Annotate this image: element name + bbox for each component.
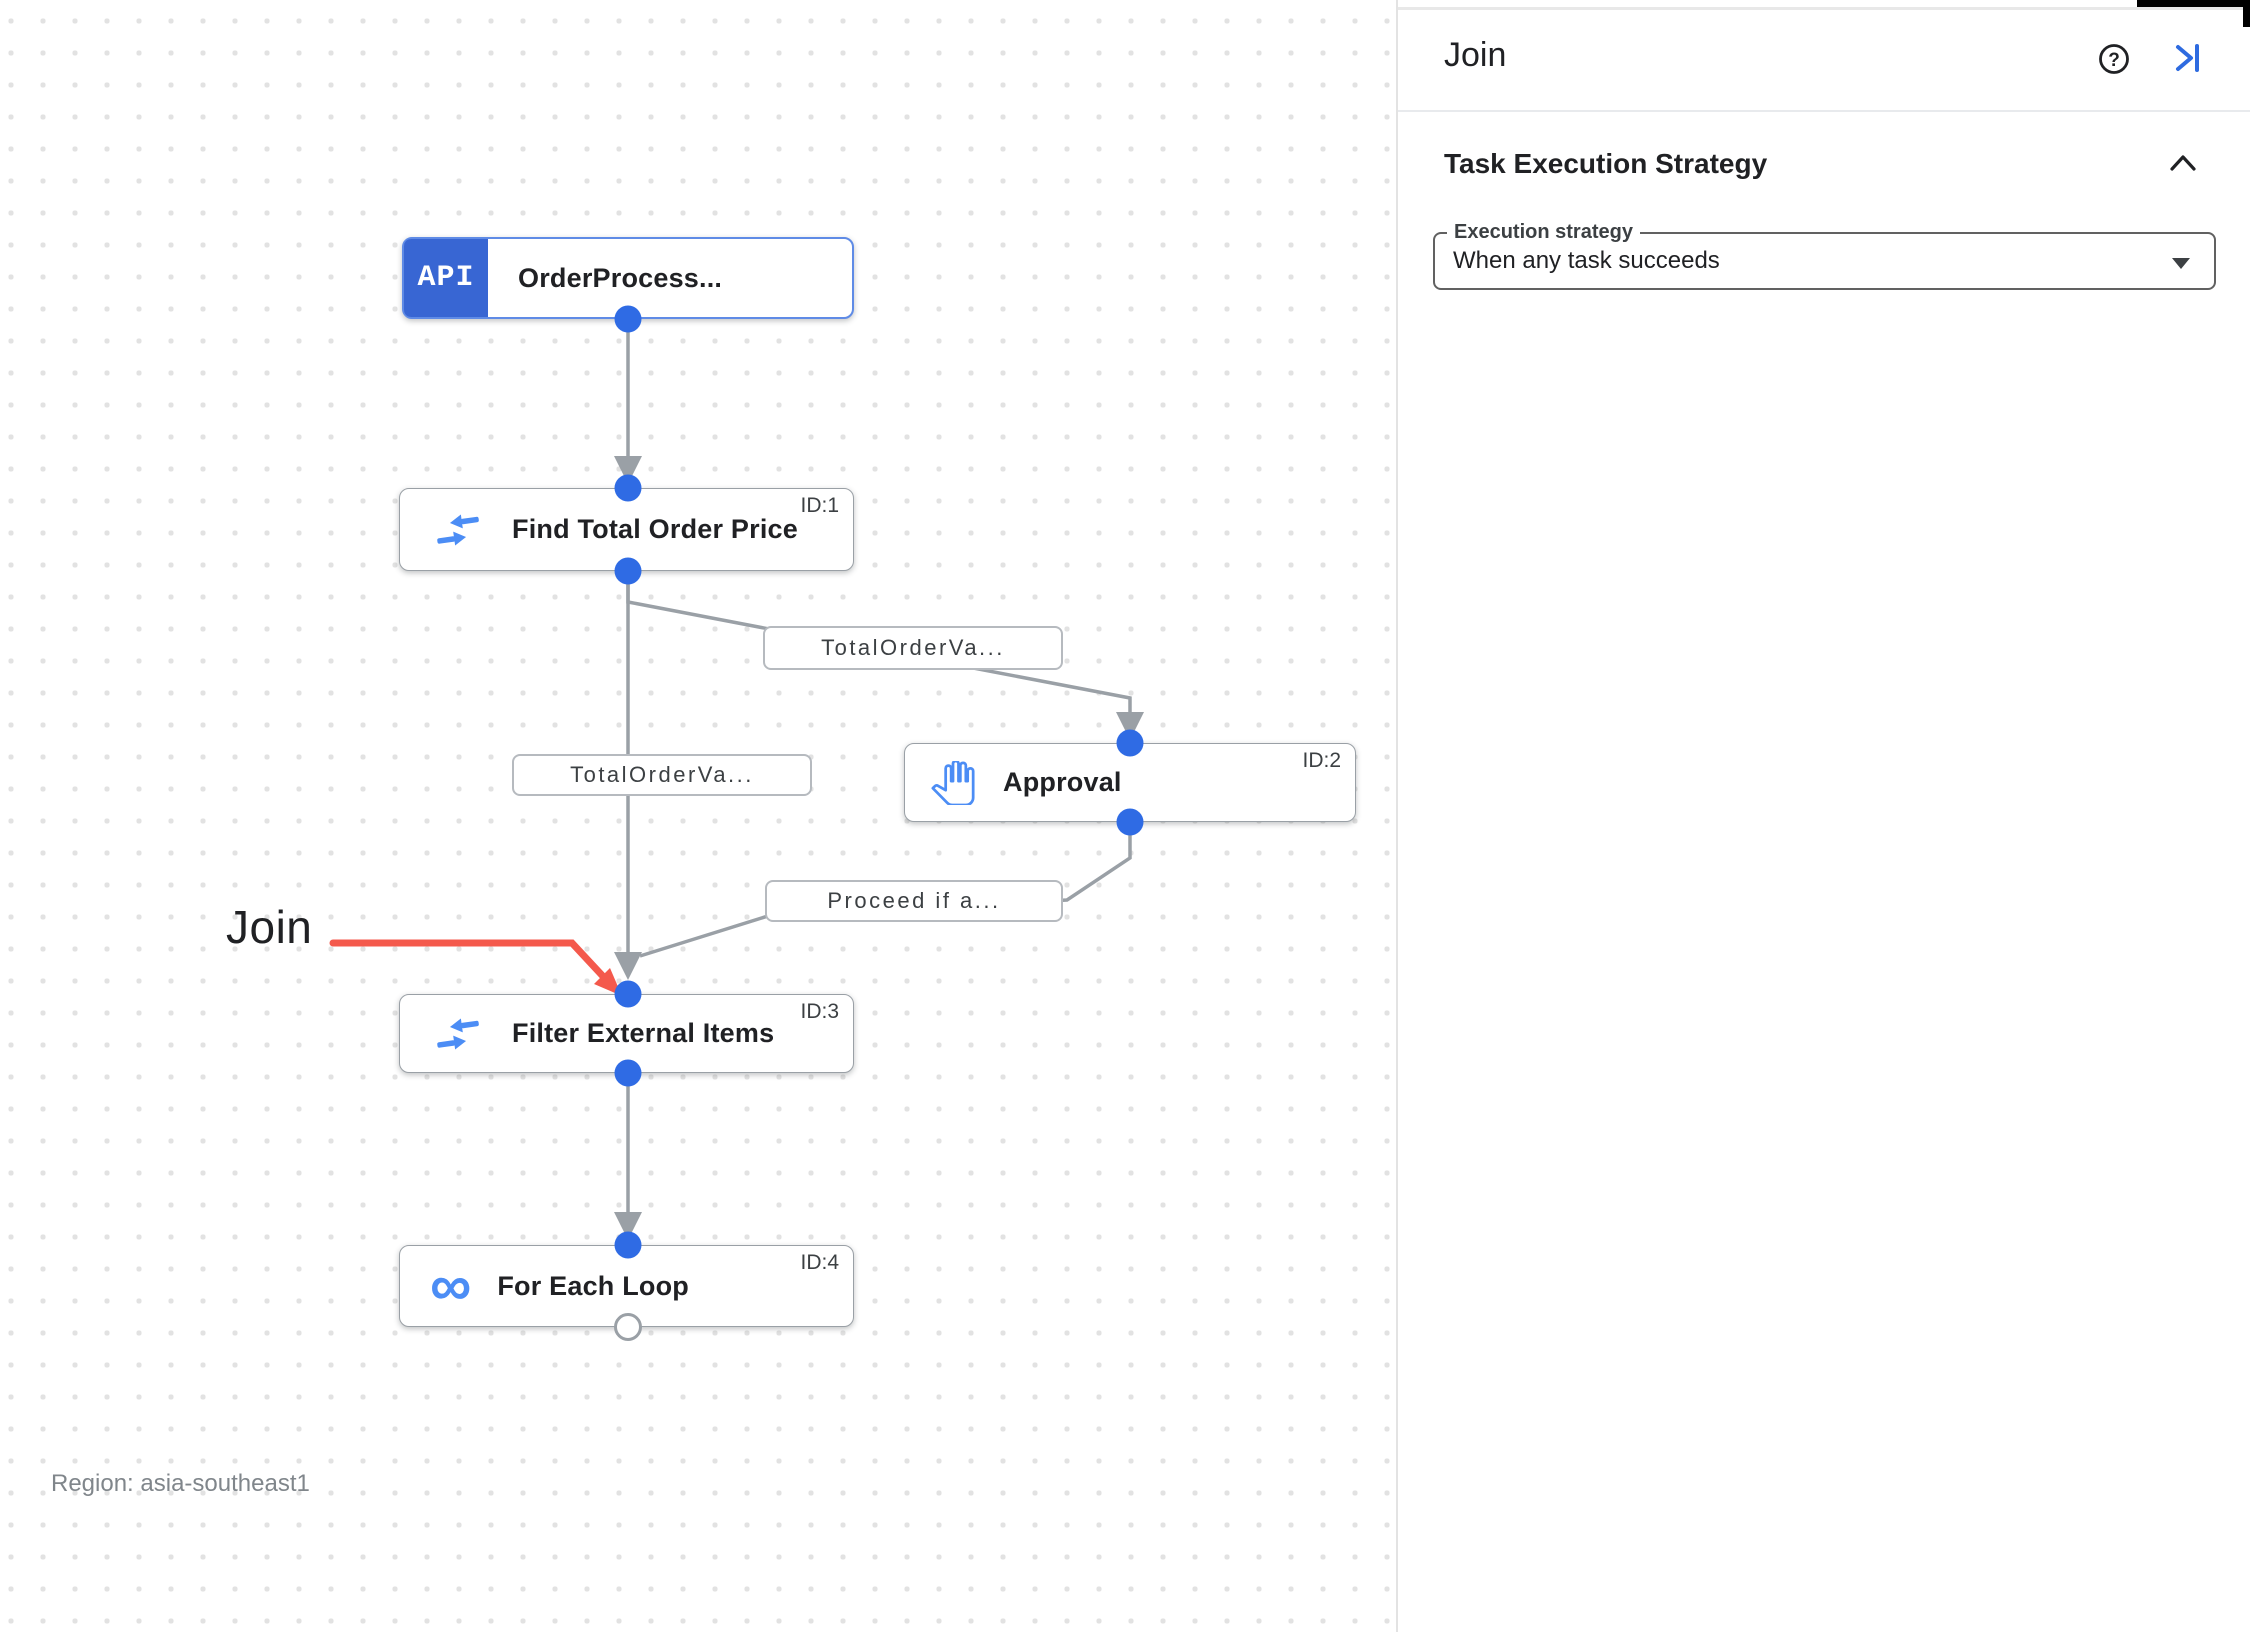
task-execution-strategy-section[interactable]: Task Execution Strategy [1444,148,2206,184]
collapse-panel-icon[interactable] [2170,42,2204,74]
loop-icon: ∞ [430,1253,472,1318]
window-corner-artifact [2137,0,2250,7]
edge-label-proceed-if[interactable]: Proceed if a... [765,880,1063,922]
join-annotation-arrowhead [594,968,622,996]
node-label: OrderProcess... [518,262,723,293]
node-label: Find Total Order Price [512,514,798,544]
execution-strategy-select[interactable]: Execution strategy When any task succeed… [1433,221,2216,290]
dropdown-caret-icon [2172,258,2190,269]
node-for-each-loop[interactable]: ∞ For Each Loop ID:4 [399,1245,854,1327]
data-mapping-icon [434,1017,482,1051]
data-mapping-icon [434,513,482,547]
arrowhead [614,456,642,484]
edge-label-total-order-value-2[interactable]: TotalOrderVa... [512,754,812,796]
node-label: For Each Loop [497,1270,689,1301]
panel-top-divider [1398,7,2250,10]
join-annotation-label: Join [226,901,313,953]
join-annotation-arrow [329,939,616,990]
help-icon[interactable]: ? [2096,41,2132,77]
arrowhead [614,1212,642,1240]
panel-header: Join ? [1398,0,2250,112]
config-panel: Join ? Task Execution Strategy [1396,0,2250,1632]
svg-text:?: ? [2108,50,2120,71]
node-filter-external-items[interactable]: Filter External Items ID:3 [399,994,854,1073]
chevron-up-icon[interactable] [2168,152,2198,174]
task-id-badge: ID:2 [1302,749,1341,772]
workflow-canvas[interactable]: API OrderProcess... Find Total Order Pri… [0,0,1398,1632]
panel-title: Join [1444,36,1507,74]
execution-strategy-label: Execution strategy [1447,221,1640,244]
node-label: Filter External Items [512,1018,775,1048]
window-corner-artifact [2243,0,2250,27]
hand-approval-icon [931,760,975,805]
node-label: Approval [1003,767,1122,797]
node-find-total-order-price[interactable]: Find Total Order Price ID:1 [399,488,854,571]
edge-label-total-order-value-1[interactable]: TotalOrderVa... [763,626,1063,670]
section-title: Task Execution Strategy [1444,148,1768,179]
task-id-badge: ID:4 [800,1251,839,1274]
node-api-trigger[interactable]: API OrderProcess... [402,237,854,319]
task-id-badge: ID:3 [800,1000,839,1023]
node-approval[interactable]: Approval ID:2 [904,743,1356,822]
api-trigger-icon: API [404,239,488,317]
execution-strategy-value: When any task succeeds [1453,247,1720,274]
task-id-badge: ID:1 [800,494,839,517]
arrowhead [614,952,642,980]
region-label: Region: asia-southeast1 [51,1470,310,1497]
arrowhead [1116,712,1144,740]
